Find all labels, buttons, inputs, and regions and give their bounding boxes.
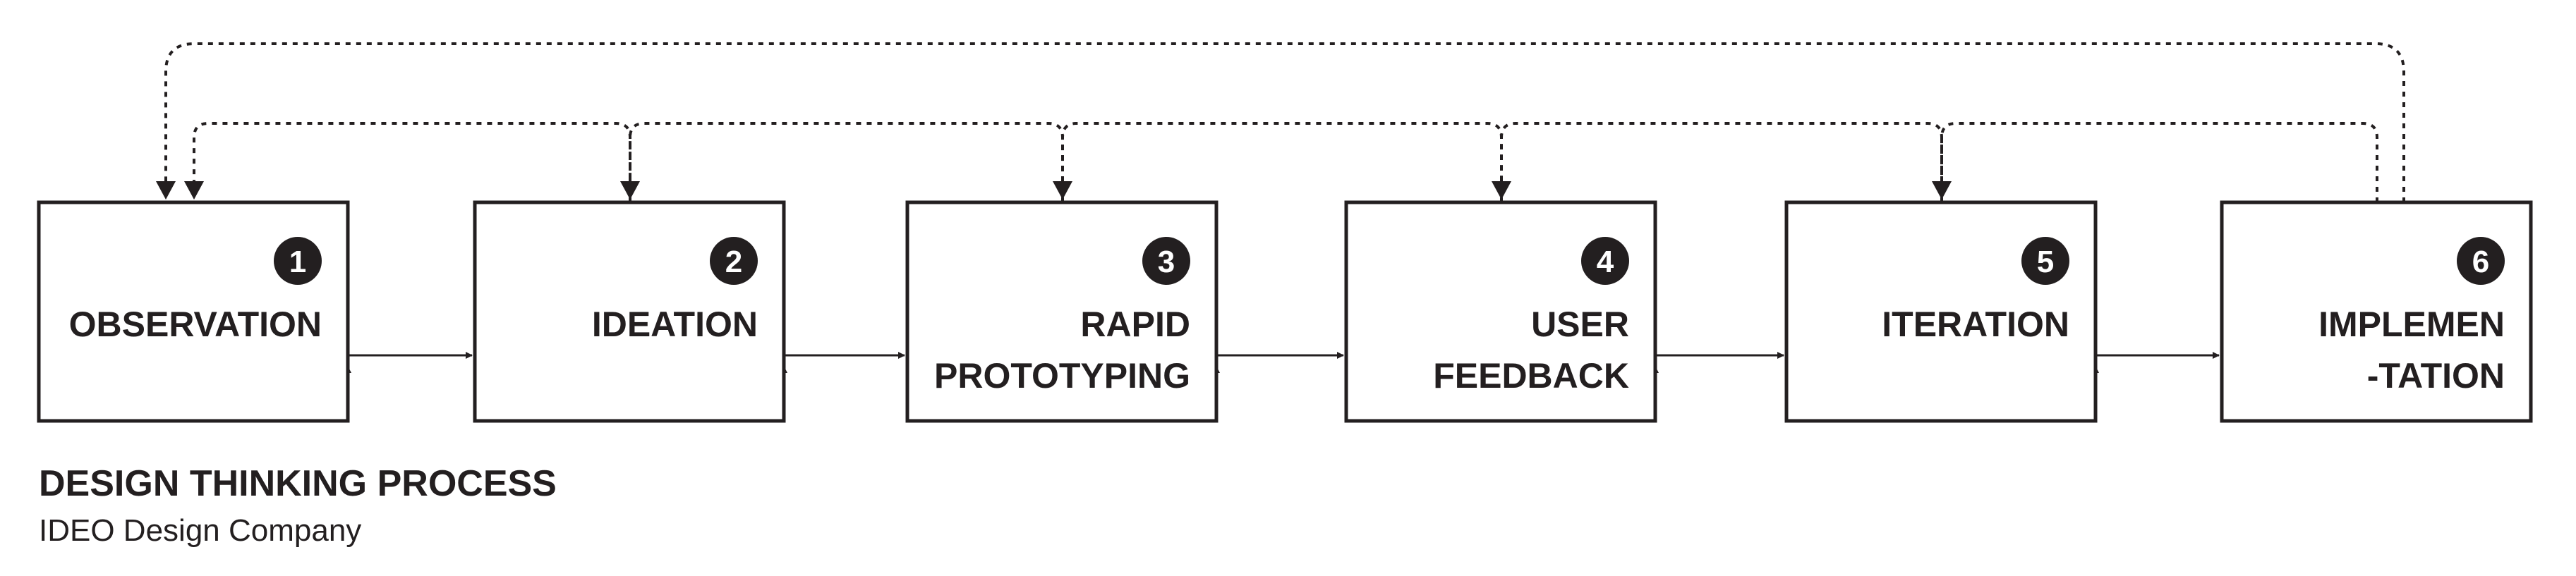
step-number-badge bbox=[1142, 237, 1190, 285]
step-number: 3 bbox=[1158, 245, 1175, 279]
step-number-badge bbox=[710, 237, 758, 285]
diagram-title: DESIGN THINKING PROCESS bbox=[39, 463, 557, 504]
feedback-loop-4-3 bbox=[1061, 122, 1503, 202]
feedback-loop-3-2 bbox=[629, 122, 1064, 202]
step-number: 5 bbox=[2037, 245, 2054, 279]
feedback-loop-5-4 bbox=[1500, 122, 1943, 202]
step-number: 6 bbox=[2472, 245, 2489, 279]
stage-label: IMPLEMEN bbox=[2318, 305, 2505, 344]
stage-label: -TATION bbox=[2367, 356, 2505, 396]
step-number-badge bbox=[2021, 237, 2069, 285]
feedback-loops bbox=[156, 42, 2405, 202]
flow-arrow-5-6 bbox=[2092, 352, 2220, 419]
feedback-arrowhead bbox=[620, 181, 640, 200]
stage-label: ITERATION bbox=[1882, 305, 2069, 344]
flow-arrow-3-4 bbox=[1213, 352, 1344, 419]
step-number-badge bbox=[1581, 237, 1629, 285]
step-number: 4 bbox=[1597, 245, 1614, 279]
stage-box bbox=[2220, 200, 2533, 423]
feedback-arrowhead bbox=[184, 181, 204, 200]
flow-arrow-1-2 bbox=[344, 352, 473, 419]
stage-label: FEEDBACK bbox=[1433, 356, 1629, 396]
stage-label: OBSERVATION bbox=[69, 305, 322, 344]
feedback-arrowhead bbox=[156, 181, 176, 200]
flow-arrow-2-3 bbox=[780, 352, 905, 419]
step-number-badge bbox=[2457, 237, 2505, 285]
step-number: 2 bbox=[725, 245, 742, 279]
step-number-badge bbox=[274, 237, 322, 285]
diagram-subtitle: IDEO Design Company bbox=[39, 513, 362, 548]
feedback-loop-2-1 bbox=[193, 122, 631, 202]
stage-label: USER bbox=[1531, 305, 1629, 344]
step-number: 1 bbox=[289, 245, 306, 279]
stage-label: RAPID bbox=[1080, 305, 1190, 344]
feedback-arrowhead bbox=[1492, 181, 1511, 200]
stage-label: PROTOTYPING bbox=[934, 356, 1190, 396]
stage-label: IDEATION bbox=[592, 305, 758, 344]
flow-arrow-4-5 bbox=[1652, 352, 1784, 419]
feedback-loop-6-5 bbox=[1940, 122, 2378, 202]
feedback-arrowhead bbox=[1053, 181, 1072, 200]
feedback-arrowhead bbox=[1932, 181, 1952, 200]
